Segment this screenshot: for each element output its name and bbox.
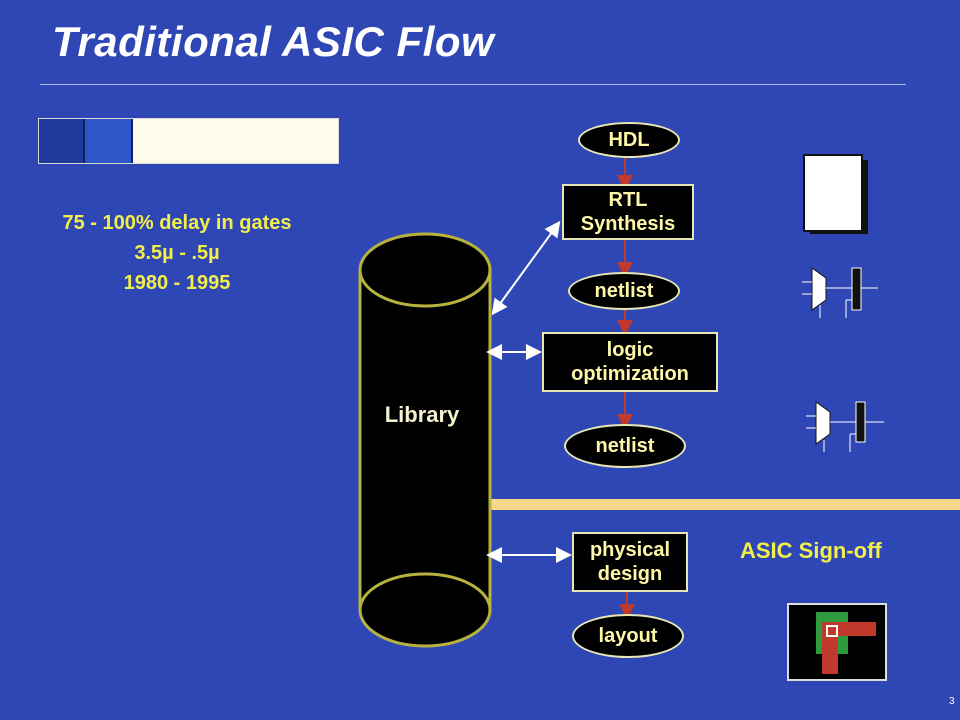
technology-stats: 75 - 100% delay in gates 3.5µ - .5µ 1980…: [12, 208, 342, 298]
physical-design-line1: physical: [589, 539, 671, 561]
delay-bar-segment-1: [39, 119, 85, 163]
gate-schematic-icon: [802, 267, 878, 318]
rtl-synthesis-box: RTL Synthesis: [562, 184, 694, 240]
year-range-stat: 1980 - 1995: [123, 272, 231, 294]
library-cylinder-body: [360, 270, 490, 610]
slide-title: Traditional ASIC Flow: [52, 18, 495, 65]
signoff-line: [490, 499, 960, 510]
delay-bar-segment-2: [85, 119, 133, 163]
arrow-library-rtl: [491, 220, 561, 316]
logic-optimization-box: logic optimization: [542, 332, 718, 392]
physical-design-box: physical design: [572, 532, 688, 592]
netlist-node-1: netlist: [568, 272, 680, 310]
library-label: Library: [384, 402, 460, 427]
delay-bar: [38, 118, 339, 164]
layout-node: layout: [572, 614, 684, 658]
document-icon: [803, 154, 868, 234]
library-cylinder: [358, 232, 492, 648]
rtl-synthesis-line1: RTL: [608, 189, 648, 211]
delay-bar-segment-3: [133, 119, 338, 163]
logic-optimization-line2: optimization: [571, 363, 689, 385]
logic-optimization-line1: logic: [606, 339, 654, 361]
netlist-node-2: netlist: [564, 424, 686, 468]
page-number: 3: [949, 696, 955, 707]
delay-stat: 75 - 100% delay in gates: [62, 212, 292, 234]
layout-icon: [787, 603, 887, 681]
asic-signoff-label: ASIC Sign-off: [740, 538, 882, 563]
physical-design-line2: design: [597, 563, 663, 585]
feature-size-stat: 3.5µ - .5µ: [134, 242, 220, 264]
hdl-node: HDL: [578, 122, 680, 158]
gate-schematic-icon: [806, 401, 884, 452]
library-cylinder-bottom: [358, 572, 492, 648]
title-divider: [40, 84, 906, 85]
library-cylinder-top: [358, 232, 492, 308]
rtl-synthesis-line2: Synthesis: [580, 213, 676, 235]
